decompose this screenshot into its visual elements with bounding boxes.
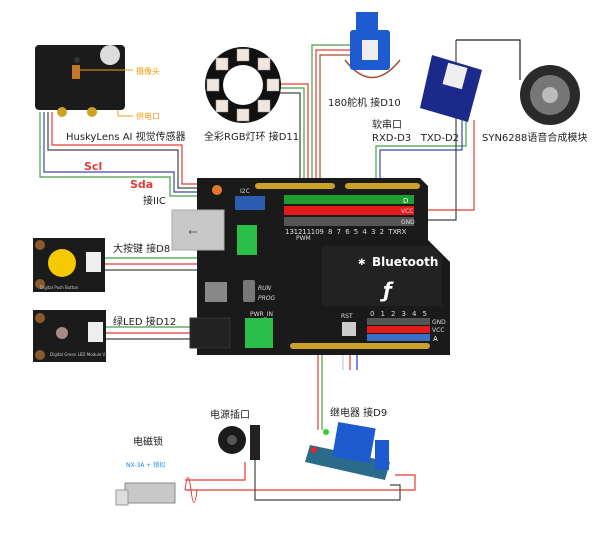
rgb-signal-wire (280, 87, 305, 200)
syn-rxd-wire (375, 120, 467, 200)
servo-gnd-wire (319, 54, 350, 220)
scl-wire (43, 112, 200, 193)
serial-pins-label: RXD-D3 TXD-D2 (372, 133, 459, 144)
run-label: RUN (258, 285, 272, 292)
rgb-vcc-wire (280, 83, 309, 210)
relay-module (305, 421, 390, 480)
jack-relay-wire (254, 460, 401, 501)
bluetooth-icon: ✱ (358, 258, 366, 268)
digital-pin-label: 9 (319, 228, 323, 236)
digital-pin-label: 7 (337, 228, 341, 236)
digital-pin-label: 4 (362, 228, 367, 236)
analog-pin-label: 5 (423, 310, 427, 318)
bluetooth-label: Bluetooth (372, 255, 438, 269)
rst-label: RST (341, 313, 353, 320)
digital-pin-label: 12 (294, 228, 303, 236)
syn-txd-wire (379, 120, 463, 200)
button-label: 大按键 接D8 (113, 242, 170, 255)
scl-label: Scl (84, 160, 102, 173)
usb-icon: ⭠ (188, 224, 198, 238)
digital-pin-label: 5 (354, 228, 358, 236)
soft-serial-label: 软串口 (372, 118, 402, 131)
i2c-label: I2C (240, 188, 250, 195)
analog-vcc-label: VCC (432, 327, 444, 334)
electromagnetic-lock (115, 477, 198, 506)
digital-pin-label: 2 (380, 228, 384, 236)
huskylens-module (35, 45, 133, 117)
analog-pin-label: 4 (412, 310, 417, 318)
usb-port (171, 209, 225, 251)
push-button-module: Digital Push Button (33, 238, 105, 292)
speaker-wire (456, 39, 521, 80)
huskylens-gnd-wire (47, 112, 200, 189)
huskylens-vcc-wire (51, 112, 200, 185)
huskylens-label: HuskyLens AI 视觉传感器 (66, 130, 186, 143)
analog-pin-label: 2 (391, 310, 395, 318)
camera-label: 摄像头 (136, 66, 160, 76)
syn6288-module (420, 55, 482, 122)
pwr-in-label: PWR_IN (250, 311, 273, 318)
digital-pin-label: 8 (328, 228, 332, 236)
speaker (520, 65, 580, 125)
iic-label: 接IIC (143, 194, 166, 207)
power-jack (218, 425, 260, 460)
lock-label: 电磁锁 (133, 435, 163, 448)
servo-label: 180舵机 接D10 (328, 96, 401, 109)
digital-pin-label: 6 (345, 228, 350, 236)
green-led-module: Digital Green LED Module V2 (33, 310, 108, 362)
sda-label: Sda (130, 178, 153, 191)
vcc-label: VCC (401, 208, 413, 215)
power-jack-label: 电源插口 (210, 408, 250, 421)
digital-pin-label: 10 (311, 228, 320, 236)
analog-gnd-label: GND (432, 319, 446, 326)
rgb-ring-label: 全彩RGB灯环 接D11 (204, 130, 299, 143)
digital-gnd-header (284, 217, 414, 226)
digital-pin-label: RX (397, 228, 407, 236)
led-label: 绿LED 接D12 (113, 315, 176, 328)
power-port-label: 供电口 (136, 111, 160, 121)
dfrobot-logo: ƒ (379, 278, 394, 302)
digital-signal-header (284, 195, 414, 204)
rst-button[interactable] (342, 322, 356, 336)
servo (344, 12, 401, 79)
reset-button[interactable] (212, 185, 222, 195)
syn-vcc-wire (420, 120, 475, 211)
d-label: D (403, 197, 408, 205)
analog-pin-label: 0 (370, 310, 374, 318)
digital-pin-label: 13 (285, 228, 294, 236)
digital-pin-label: 11 (302, 228, 311, 236)
a-label: A (433, 335, 438, 343)
servo-signal-wire (311, 44, 350, 200)
lock-model-label: NX-3A + 锁扣 (126, 461, 165, 469)
digital-vcc-header (284, 206, 414, 215)
led-module-text: Digital Green LED Module V2 (50, 352, 108, 357)
pwm-label: PWM (296, 235, 311, 242)
prog-label: PROG (258, 295, 276, 302)
relay-label: 继电器 接D9 (330, 406, 387, 419)
syn6288-label: SYN6288语音合成模块 (482, 131, 587, 144)
lock-power-wire (185, 474, 416, 491)
analog-pin-label: 1 (381, 310, 385, 318)
jack-lock-wire (185, 462, 246, 481)
bluetooth-module: ✱ Bluetooth ƒ (322, 246, 442, 306)
analog-pin-label: 3 (402, 310, 406, 318)
rgb-ring (205, 47, 281, 123)
button-module-text: Digital Push Button (40, 285, 79, 290)
servo-vcc-wire (315, 49, 350, 210)
gnd-label: GND (401, 219, 415, 226)
sda-wire (39, 112, 200, 197)
digital-pin-label: 3 (371, 228, 375, 236)
digital-pin-label: TX (387, 228, 397, 236)
